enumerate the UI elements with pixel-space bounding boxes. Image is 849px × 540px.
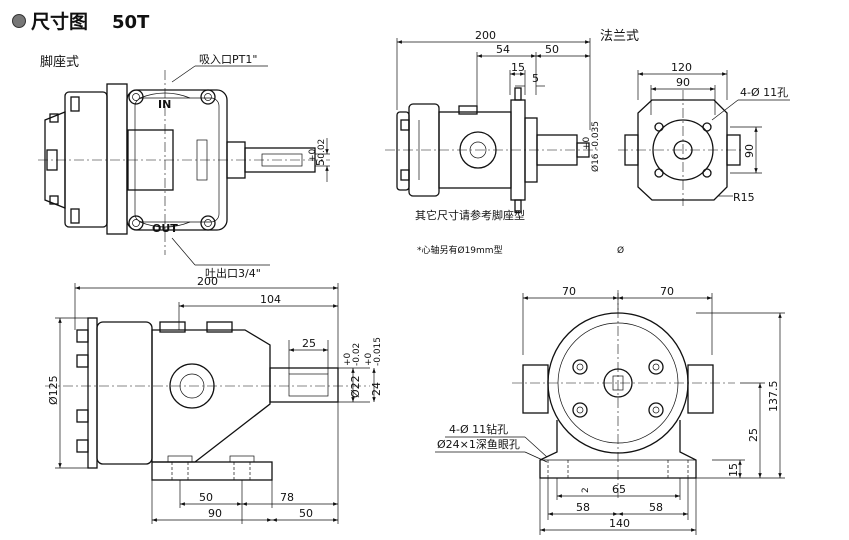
flange-side-view: 200 54 50 15 5 Ø16 +0 -0.035 其它尺寸请参考脚座型 xyxy=(385,29,601,222)
side-dim-50b: 50 xyxy=(299,507,313,520)
flange-face-holes: 4-Ø 11孔 xyxy=(740,86,788,99)
discharge-port-label: 吐出口3/4" xyxy=(205,266,261,280)
flange-face-height: 90 xyxy=(743,144,756,158)
foot-mount-side-view: 200 104 25 Ø125 xyxy=(45,275,383,524)
flange-dim-5: 5 xyxy=(532,72,539,85)
side-shaft-dia: Ø22 xyxy=(349,375,362,398)
side-dim-50: 50 xyxy=(199,491,213,504)
flange-face-view: 120 90 4-Ø 11孔 90 R15 xyxy=(618,61,790,206)
flange-length-dim: 200 xyxy=(475,29,496,42)
suction-port-label: 吸入口PT1" xyxy=(199,53,257,66)
front-width-140: 140 xyxy=(609,517,630,530)
front-counterbore-label: Ø24×1深鱼眼孔 xyxy=(437,437,520,451)
flange-dim-15: 15 xyxy=(511,61,525,74)
key-tol-upper: +0 xyxy=(308,148,318,162)
flange-shaft-tol-upper: +0 xyxy=(582,136,592,150)
flange-face-width: 120 xyxy=(671,61,692,74)
side-key-tol-upper: +0 xyxy=(364,352,374,366)
front-dim-65: 65 xyxy=(612,483,626,496)
circle-bullet-icon xyxy=(12,14,26,28)
page-header: 尺寸图 50T xyxy=(12,10,150,33)
side-dim-78: 78 xyxy=(280,491,294,504)
shaft-option-note: *心轴另有Ø19mm型 xyxy=(417,244,503,256)
side-dim-104: 104 xyxy=(260,293,281,306)
front-dim-58b: 58 xyxy=(649,501,663,514)
flange-dim-50: 50 xyxy=(545,43,559,56)
side-dim-90: 90 xyxy=(208,507,222,520)
side-body-dia: Ø125 xyxy=(47,375,60,405)
front-dim-58a: 58 xyxy=(576,501,590,514)
front-right-70: 70 xyxy=(660,285,674,298)
side-overall-length: 200 xyxy=(197,275,218,288)
in-port-mark: IN xyxy=(158,98,171,111)
side-key-length: 25 xyxy=(302,337,316,350)
key-tol-lower: -0.02 xyxy=(317,139,327,162)
page-title: 尺寸图 xyxy=(31,10,88,33)
foot-mount-front-view: 70 70 137.5 25 15 4-Ø 11钻孔 xyxy=(435,285,785,535)
key-width-dim: 5 xyxy=(314,159,327,166)
foot-mount-label: 脚座式 xyxy=(40,54,79,70)
front-dim-2: 2 xyxy=(581,487,591,493)
out-port-mark: OUT xyxy=(152,222,178,235)
flange-mount-label: 法兰式 xyxy=(600,29,639,44)
side-shaft-tol-upper: +0 xyxy=(343,352,353,366)
side-shaft-tol-lower: -0.02 xyxy=(352,343,362,366)
front-foot-thickness: 15 xyxy=(727,463,740,477)
flange-shaft-dia: Ø16 xyxy=(590,153,601,172)
side-key-tol-lower: -0.015 xyxy=(373,337,383,366)
foot-mount-top-view: IN OUT 5 +0 -0.02 吸入口PT1" 吐出口3/4" xyxy=(38,53,330,280)
stray-diameter-symbol: Ø xyxy=(617,245,624,256)
flange-face-radius: R15 xyxy=(733,191,755,204)
flange-dim-54: 54 xyxy=(496,43,510,56)
front-height-25: 25 xyxy=(747,428,760,442)
other-dims-note: 其它尺寸请参考脚座型 xyxy=(415,208,525,222)
flange-shaft-tol-lower: -0.035 xyxy=(591,121,601,150)
model-number: 50T xyxy=(112,12,150,33)
front-left-70: 70 xyxy=(562,285,576,298)
front-holes-label: 4-Ø 11钻孔 xyxy=(449,422,508,436)
front-height-137-5: 137.5 xyxy=(767,381,780,413)
flange-face-pitch: 90 xyxy=(676,76,690,89)
side-key-height: 24 xyxy=(370,382,383,396)
